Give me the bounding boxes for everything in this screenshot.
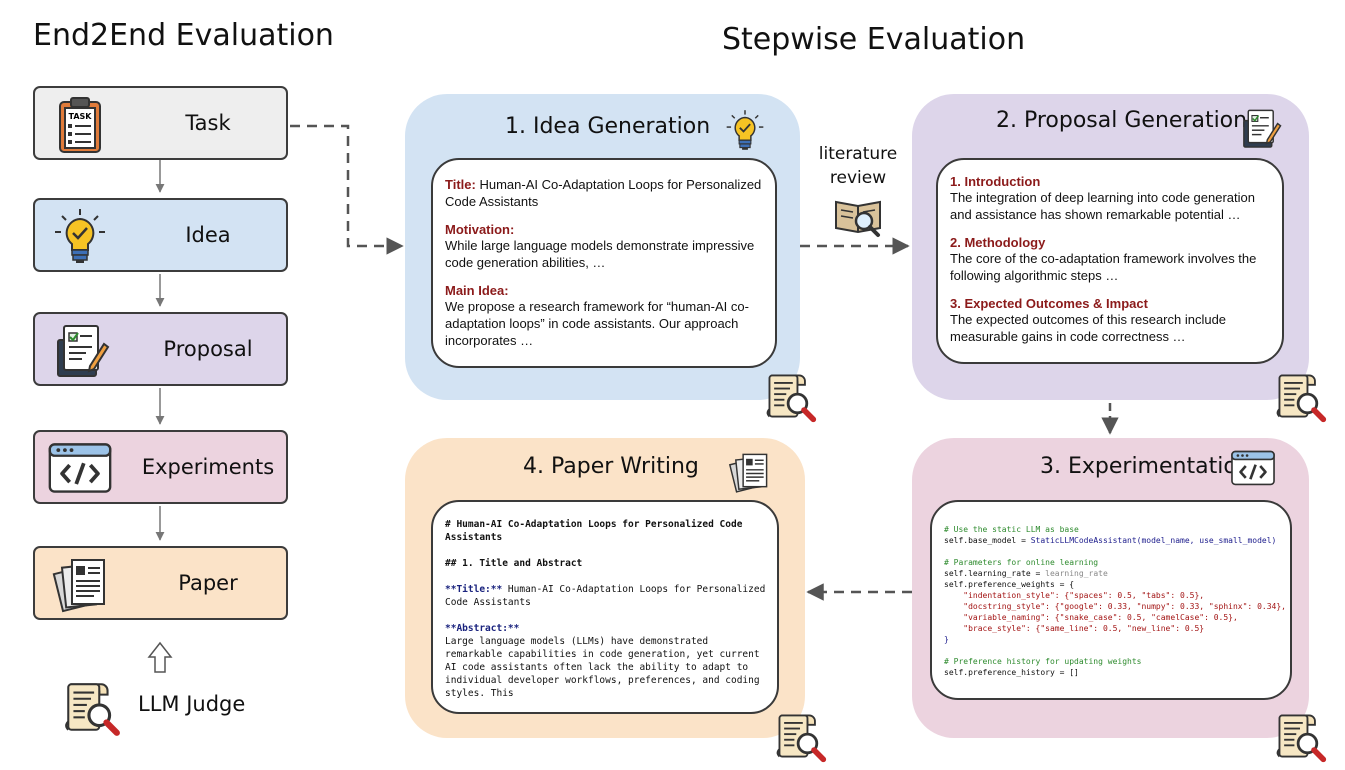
proposal-intro-text: The integration of deep learning into co…	[950, 190, 1255, 222]
judge-icon	[1272, 708, 1328, 764]
experimentation-title: 3. Experimentation	[1040, 454, 1251, 479]
papers-icon	[47, 554, 113, 614]
lightbulb-icon	[723, 108, 767, 152]
lightbulb-icon	[47, 206, 113, 266]
code-weights-docstring: "docstring_style": {"google": 0.33, "num…	[944, 602, 1286, 611]
proposal-generation-title: 2. Proposal Generation	[996, 108, 1248, 133]
step-idea-label: Idea	[185, 223, 231, 247]
judge-icon	[772, 708, 828, 764]
paper-writing-panel: 4. Paper Writing # Human-AI Co-Adaptatio…	[405, 438, 805, 738]
proposal-document-icon	[1238, 106, 1282, 150]
idea-motivation-text: While large language models demonstrate …	[445, 238, 755, 270]
step-task: TASK Task	[33, 86, 288, 160]
idea-motivation-key: Motivation:	[445, 222, 515, 237]
code-history-assign: self.preference_history = []	[944, 668, 1079, 677]
code-weights-naming: "variable_naming": {"snake_case": 0.5, "…	[944, 613, 1238, 622]
paper-writing-title: 4. Paper Writing	[523, 454, 699, 479]
step-task-label: Task	[185, 111, 231, 135]
proposal-card: 1. Introduction The integration of deep …	[936, 158, 1284, 364]
paper-md-h2: ## 1. Title and Abstract	[445, 558, 583, 569]
paper-md-title-value: Human-AI Co-Adaptation Loops for Persona…	[445, 584, 766, 608]
code-base-assign: self.base_model =	[944, 536, 1031, 545]
idea-main-text: We propose a research framework for “hum…	[445, 299, 749, 348]
idea-title-value: Human-AI Co-Adaptation Loops for Persona…	[445, 177, 762, 209]
svg-text:TASK: TASK	[69, 112, 93, 121]
code-weights-close: }	[944, 635, 949, 644]
code-comment-base: # Use the static LLM as base	[944, 525, 1079, 534]
idea-title-key: Title:	[445, 177, 476, 192]
papers-icon	[727, 450, 771, 494]
code-base-class: StaticLLMCodeAssistant(model_name, use_s…	[1030, 536, 1277, 545]
code-weights-open: self.preference_weights = {	[944, 580, 1075, 589]
paper-md-abstract-text: Large language models (LLMs) have demons…	[445, 636, 760, 699]
code-lr-value: learning_rate	[1045, 569, 1108, 578]
literature-review-line2: review	[829, 168, 887, 188]
judge-icon	[762, 368, 818, 424]
llm-judge-icon	[60, 676, 122, 738]
end2end-heading: End2End Evaluation	[33, 18, 334, 53]
code-weights-indent: "indentation_style": {"spaces": 0.5, "ta…	[944, 591, 1205, 600]
proposal-document-icon	[47, 320, 113, 380]
idea-generation-panel: 1. Idea Generation Title: Human-AI Co-Ad…	[405, 94, 800, 400]
code-lr-assign: self.learning_rate =	[944, 569, 1046, 578]
paper-md-abstract-key: **Abstract:**	[445, 623, 520, 634]
code-window-icon	[47, 438, 113, 498]
judge-icon	[1272, 368, 1328, 424]
proposal-method-head: 2. Methodology	[950, 235, 1046, 250]
step-paper: Paper	[33, 546, 288, 620]
step-idea: Idea	[33, 198, 288, 272]
judge-up-arrow	[147, 641, 173, 673]
proposal-method-text: The core of the co-adaptation framework …	[950, 251, 1257, 283]
step-proposal: Proposal	[33, 312, 288, 386]
paper-md-h1: # Human-AI Co-Adaptation Loops for Perso…	[445, 519, 743, 543]
proposal-intro-head: 1. Introduction	[950, 174, 1041, 189]
literature-review-label: literature review	[806, 142, 910, 190]
proposal-generation-panel: 2. Proposal Generation 1. Introduction T…	[912, 94, 1309, 400]
step-experiments: Experiments	[33, 430, 288, 504]
task-clipboard-icon: TASK	[59, 97, 101, 153]
arrow-task-to-idea-generation	[290, 124, 404, 255]
code-comment-history: # Preference history for updating weight…	[944, 657, 1142, 666]
step-experiments-label: Experiments	[141, 455, 275, 479]
step-proposal-label: Proposal	[163, 337, 253, 361]
proposal-outcome-text: The expected outcomes of this research i…	[950, 312, 1227, 344]
paper-markdown-card: # Human-AI Co-Adaptation Loops for Perso…	[431, 500, 779, 714]
code-weights-brace: "brace_style": {"same_line": 0.5, "new_l…	[944, 624, 1205, 633]
proposal-outcome-head: 3. Expected Outcomes & Impact	[950, 296, 1148, 311]
idea-main-key: Main Idea:	[445, 283, 509, 298]
code-comment-params: # Parameters for online learning	[944, 558, 1099, 567]
experiment-code-card: # Use the static LLM as base self.base_mo…	[930, 500, 1292, 700]
paper-md-title-key: **Title:**	[445, 584, 503, 595]
experimentation-panel: 3. Experimentation # Use the static LLM …	[912, 438, 1309, 738]
idea-generation-title: 1. Idea Generation	[505, 114, 711, 139]
idea-card: Title: Human-AI Co-Adaptation Loops for …	[431, 158, 777, 368]
stepwise-heading: Stepwise Evaluation	[722, 22, 1026, 57]
llm-judge-label: LLM Judge	[138, 692, 246, 716]
literature-review-line1: literature	[818, 144, 898, 164]
code-window-icon	[1230, 448, 1276, 488]
book-search-icon	[835, 200, 881, 237]
step-paper-label: Paper	[178, 571, 238, 595]
